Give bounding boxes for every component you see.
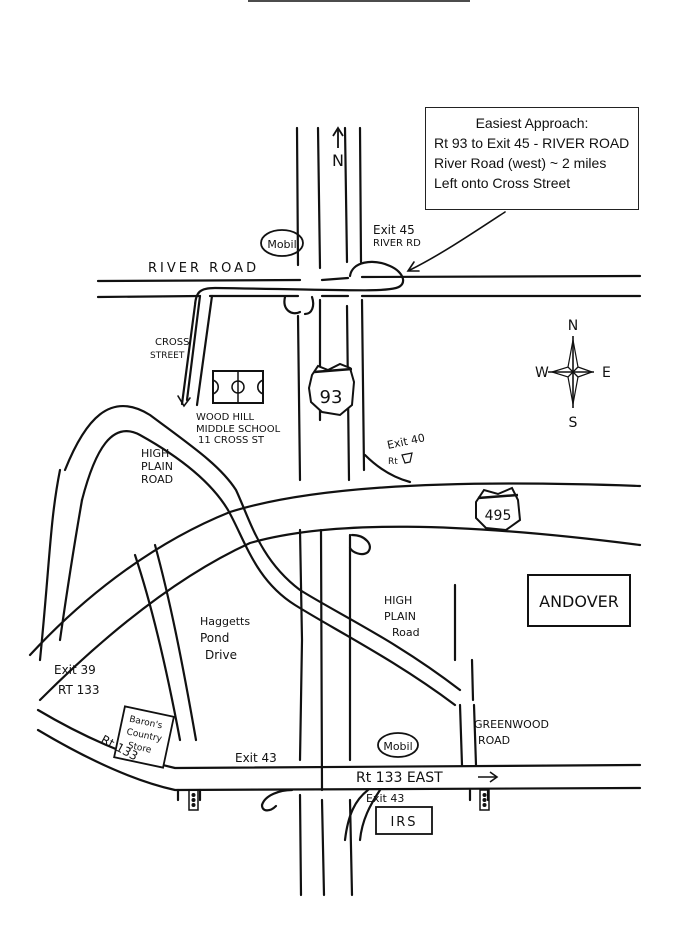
compass-s-label: S	[569, 415, 578, 431]
river-road-ramp-curl	[283, 295, 315, 316]
route-93-shield-icon	[307, 362, 356, 417]
compass-e-label: E	[602, 365, 611, 381]
mobil-label-top: Mobil	[267, 238, 296, 251]
exit-43-label: Exit 43	[235, 751, 277, 765]
high-plain-road-label-1: HIGH	[141, 447, 169, 460]
high-plain-road-label-b2: PLAIN	[384, 610, 416, 623]
river-road-label: RIVER ROAD	[148, 261, 259, 276]
approach-pointer-arrow	[409, 211, 506, 271]
high-plain-road-label-2: PLAIN	[141, 460, 173, 473]
cross-street	[185, 294, 214, 407]
andover-label: ANDOVER	[539, 592, 619, 611]
route-93-highway	[295, 126, 366, 897]
route-495-shield-icon	[475, 486, 522, 532]
mobil-label-bottom: Mobil	[383, 740, 412, 753]
approach-title: Easiest Approach:	[475, 115, 589, 131]
495-ramp-curl	[348, 533, 371, 556]
exit-40-route-label: Rt	[388, 457, 398, 467]
route-495-highway	[28, 482, 642, 702]
exit-45-label: Exit 45	[373, 223, 415, 237]
school-field-icon	[212, 370, 264, 404]
andover-box	[527, 574, 631, 627]
approach-line-3: Left onto Cross Street	[434, 175, 571, 191]
north-arrow-icon	[332, 126, 344, 148]
exit-40-label: Exit 40	[386, 431, 426, 452]
compass-rose-icon	[548, 336, 594, 408]
rt133-south-stubs	[176, 788, 490, 802]
mobil-station-top-marker	[260, 229, 304, 257]
route-93-shield-number: 93	[320, 387, 343, 408]
exit-40-ramp	[363, 453, 412, 484]
exit-40-shield-icon	[401, 452, 413, 464]
north-arrow-label: N	[332, 151, 344, 170]
high-plain-road	[63, 404, 462, 707]
rt-133-left-label: RT 133	[58, 683, 100, 697]
school-name-line-1: WOOD HILL	[196, 412, 255, 423]
school-address: 11 CROSS ST	[198, 435, 265, 446]
high-plain-road-label-b1: HIGH	[384, 594, 412, 607]
approach-line-1: Rt 93 to Exit 45 - RIVER ROAD	[434, 135, 630, 151]
exit-43-ramp-curl	[260, 788, 294, 812]
river-road	[96, 274, 642, 299]
route-495-shield-number: 495	[485, 508, 512, 524]
exit-39-label: Exit 39	[54, 663, 96, 677]
school-name-line-2: MIDDLE SCHOOL	[196, 424, 281, 435]
exit-43-east-ramp	[343, 788, 382, 842]
irs-box	[375, 806, 433, 835]
high-plain-road-label-b3: Road	[392, 626, 420, 639]
cross-street-label-2: STREET	[150, 351, 185, 361]
approach-directions-box: Easiest Approach: Rt 93 to Exit 45 - RIV…	[425, 107, 639, 210]
compass-w-label: W	[535, 365, 549, 381]
barons-country-store-box	[113, 705, 175, 769]
haggetts-label-1: Haggetts	[200, 615, 250, 628]
greenwood-road-label-1: GREENWOOD	[474, 718, 549, 731]
haggetts-label-3: Drive	[205, 648, 237, 662]
exit-43-east-label: Exit 43	[366, 792, 404, 805]
route-133	[36, 708, 642, 792]
traffic-light-icon	[479, 789, 490, 811]
high-plain-road-label-3: ROAD	[141, 473, 173, 486]
exit-45-loop	[177, 260, 405, 408]
greenwood-road-label-2: ROAD	[478, 734, 510, 747]
haggetts-pond-drive	[133, 543, 198, 742]
east-arrow-icon	[478, 771, 499, 783]
haggetts-label-2: Pond	[200, 631, 229, 645]
rt-133-east-label: Rt 133 EAST	[356, 770, 443, 786]
barons-label-3: Store	[127, 741, 153, 756]
western-road	[38, 468, 84, 662]
cross-street-label-1: CROSS	[155, 337, 190, 348]
compass-n-label: N	[568, 318, 578, 334]
traffic-light-icon	[188, 789, 199, 811]
greenwood-road	[453, 583, 478, 767]
exit-45-sublabel: RIVER RD	[373, 238, 421, 249]
approach-line-2: River Road (west) ~ 2 miles	[434, 155, 607, 171]
irs-label: IRS	[390, 815, 417, 830]
mobil-station-bottom-marker	[377, 732, 419, 758]
